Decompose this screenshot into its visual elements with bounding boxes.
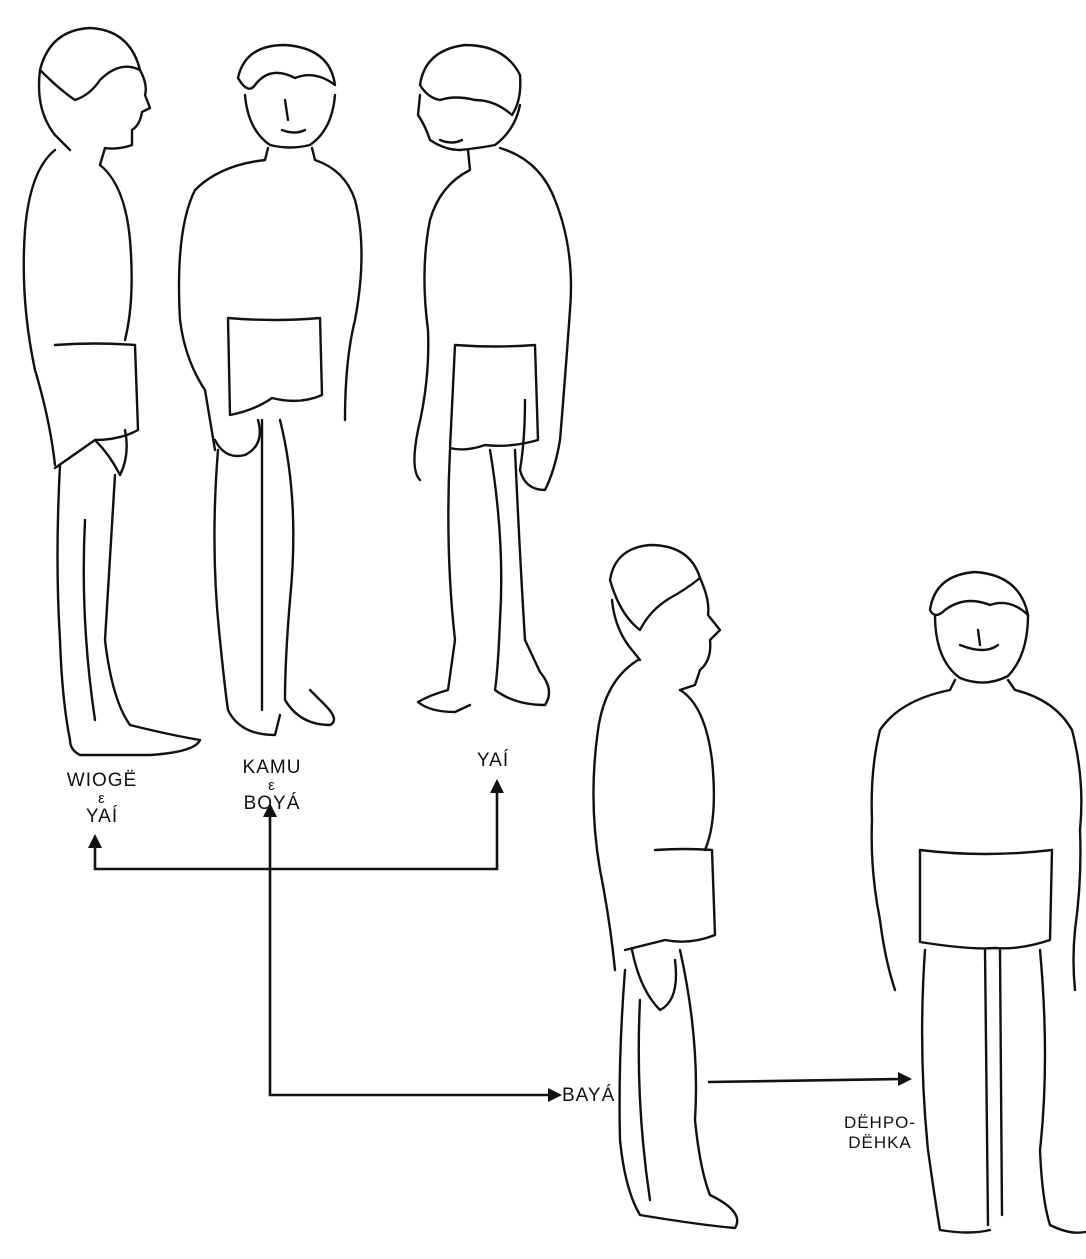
label-baya: BAYÁ (562, 1085, 624, 1106)
label-wiogeyai-conj: ε (52, 791, 152, 806)
arrow-to-baya (548, 1088, 562, 1102)
label-kamuboya-line2: BOYÁ (232, 793, 312, 814)
label-baya-line1: BAYÁ (562, 1085, 624, 1106)
connector-descent (263, 803, 562, 1102)
figure-yai (414, 45, 571, 712)
arrow-to-wiogeyai (88, 834, 102, 848)
label-dehpodehka: DËHPO- DËHKA (835, 1113, 925, 1153)
label-kamuboya-conj: ε (232, 778, 312, 793)
figure-baya (593, 545, 737, 1228)
connector-baya-dehpodehka (708, 1072, 912, 1086)
arrow-to-yai (490, 779, 504, 793)
label-dehpodehka-line2: DËHKA (835, 1133, 925, 1153)
label-yai-line1: YAÍ (458, 750, 528, 771)
figure-wiogeyai (24, 28, 200, 755)
label-yai: YAÍ (458, 750, 528, 771)
arrow-to-dehpodehka (898, 1072, 912, 1086)
label-dehpodehka-line1: DËHPO- (835, 1113, 925, 1133)
label-kamuboya-line1: KAMU (232, 757, 312, 778)
figure-kamuboya (179, 45, 362, 735)
label-wiogeyai-line2: YAÍ (52, 806, 152, 827)
label-kamuboya: KAMU ε BOYÁ (232, 757, 312, 814)
label-wiogeyai: WIOGË ε YAÍ (52, 770, 152, 827)
label-wiogeyai-line1: WIOGË (52, 770, 152, 791)
